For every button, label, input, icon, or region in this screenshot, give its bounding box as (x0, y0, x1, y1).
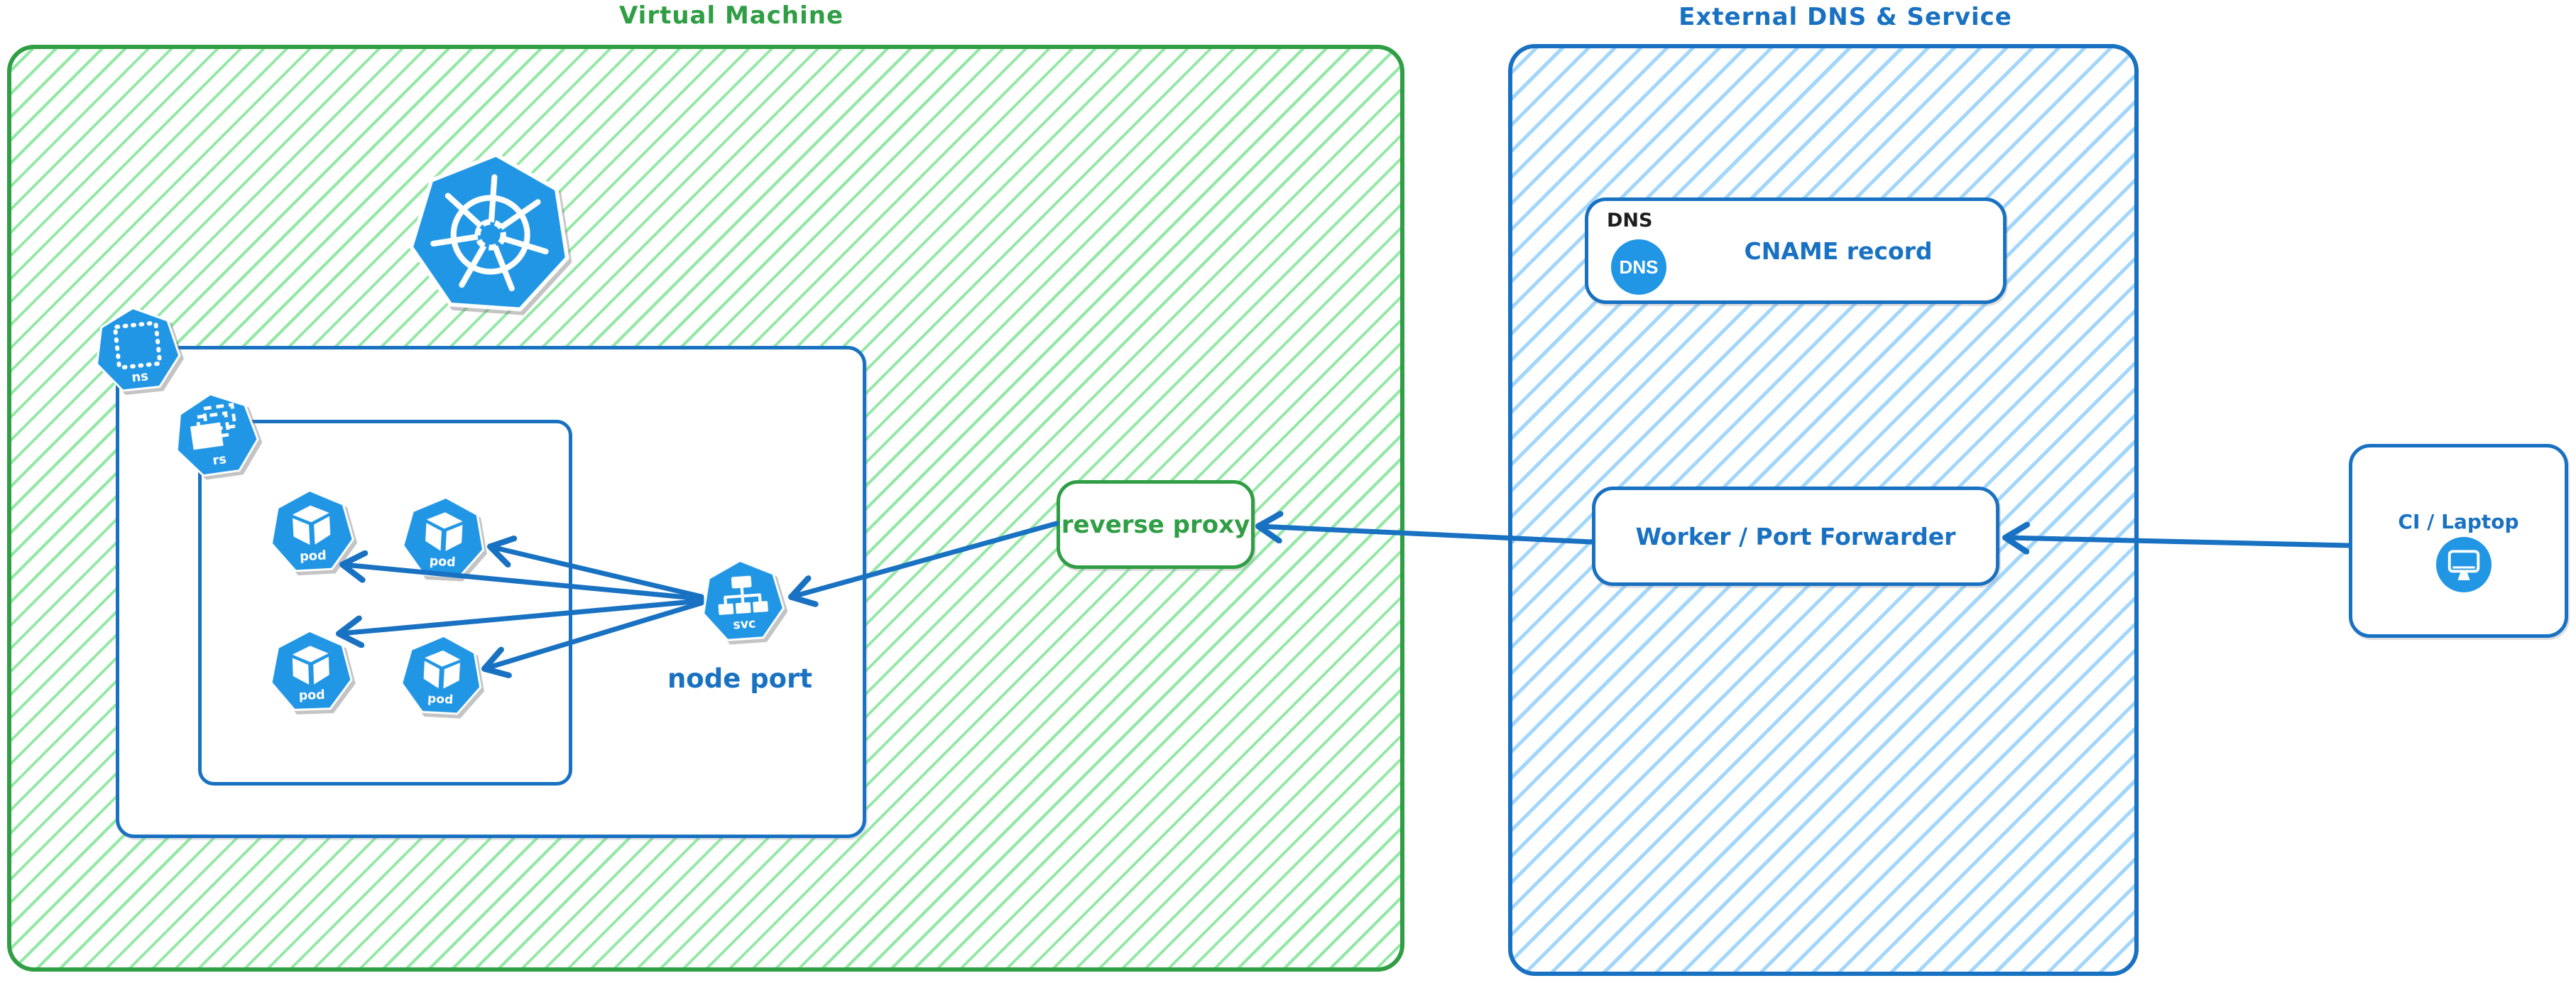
dns-node: DNS DNS CNAME record (1585, 197, 2007, 304)
pod-cube-svg: pod (402, 496, 485, 578)
arrow-svc-to-pod2 (491, 547, 704, 599)
dns-header-label: DNS (1607, 210, 1653, 232)
pod-icon: pod (399, 632, 484, 717)
reverse-proxy-label: reverse proxy (1061, 510, 1250, 539)
arrow-svc-to-pod1 (344, 565, 704, 602)
monitor-svg (2447, 550, 2480, 580)
node-port-label: node port (667, 663, 813, 694)
pod-icon: pod (268, 627, 354, 714)
arrow-ci-to-worker (2007, 538, 2352, 545)
ns-heptagon-svg: ns (95, 307, 181, 392)
arrow-svc-to-pod3 (340, 598, 704, 634)
svg-text:rs: rs (212, 452, 227, 468)
replicaset-box (198, 420, 572, 786)
svg-text:pod: pod (298, 688, 325, 703)
service-icon: svc (699, 555, 787, 646)
svg-text:svc: svc (733, 617, 756, 632)
svg-text:pod: pod (427, 692, 454, 707)
kubernetes-wheel-svg (409, 152, 569, 312)
arrow-worker-to-reverse-proxy (1260, 526, 1595, 545)
arrow-reverse-proxy-to-nodeport (792, 521, 1059, 597)
dns-circle-icon: DNS (1611, 239, 1666, 295)
rs-heptagon-svg: rs (175, 393, 259, 477)
ci-node: CI / Laptop (2349, 444, 2568, 638)
pod-cube-svg: pod (400, 634, 482, 715)
reverse-proxy-node: reverse proxy (1057, 480, 1255, 569)
worker-label: Worker / Port Forwarder (1635, 522, 1956, 550)
pod-icon: pod (400, 494, 487, 580)
cname-record-label: CNAME record (1744, 237, 1933, 265)
pod-cube-svg: pod (270, 629, 353, 711)
namespace-icon: ns (90, 301, 184, 396)
ci-label: CI / Laptop (2398, 510, 2519, 533)
pod-cube-svg: pod (270, 489, 354, 572)
svg-text:pod: pod (429, 555, 456, 570)
external-group-title: External DNS & Service (1679, 3, 2012, 31)
arrow-svc-to-pod4 (486, 600, 704, 668)
monitor-icon (2436, 537, 2492, 592)
replicaset-icon: rs (168, 386, 263, 481)
vm-group-title: Virtual Machine (618, 1, 844, 30)
kubernetes-logo-icon (405, 145, 576, 317)
svg-text:pod: pod (300, 548, 327, 564)
svg-text:ns: ns (131, 369, 149, 385)
worker-node: Worker / Port Forwarder (1592, 487, 1999, 586)
pod-icon: pod (268, 487, 356, 575)
svc-tree-svg: svc (702, 559, 785, 641)
